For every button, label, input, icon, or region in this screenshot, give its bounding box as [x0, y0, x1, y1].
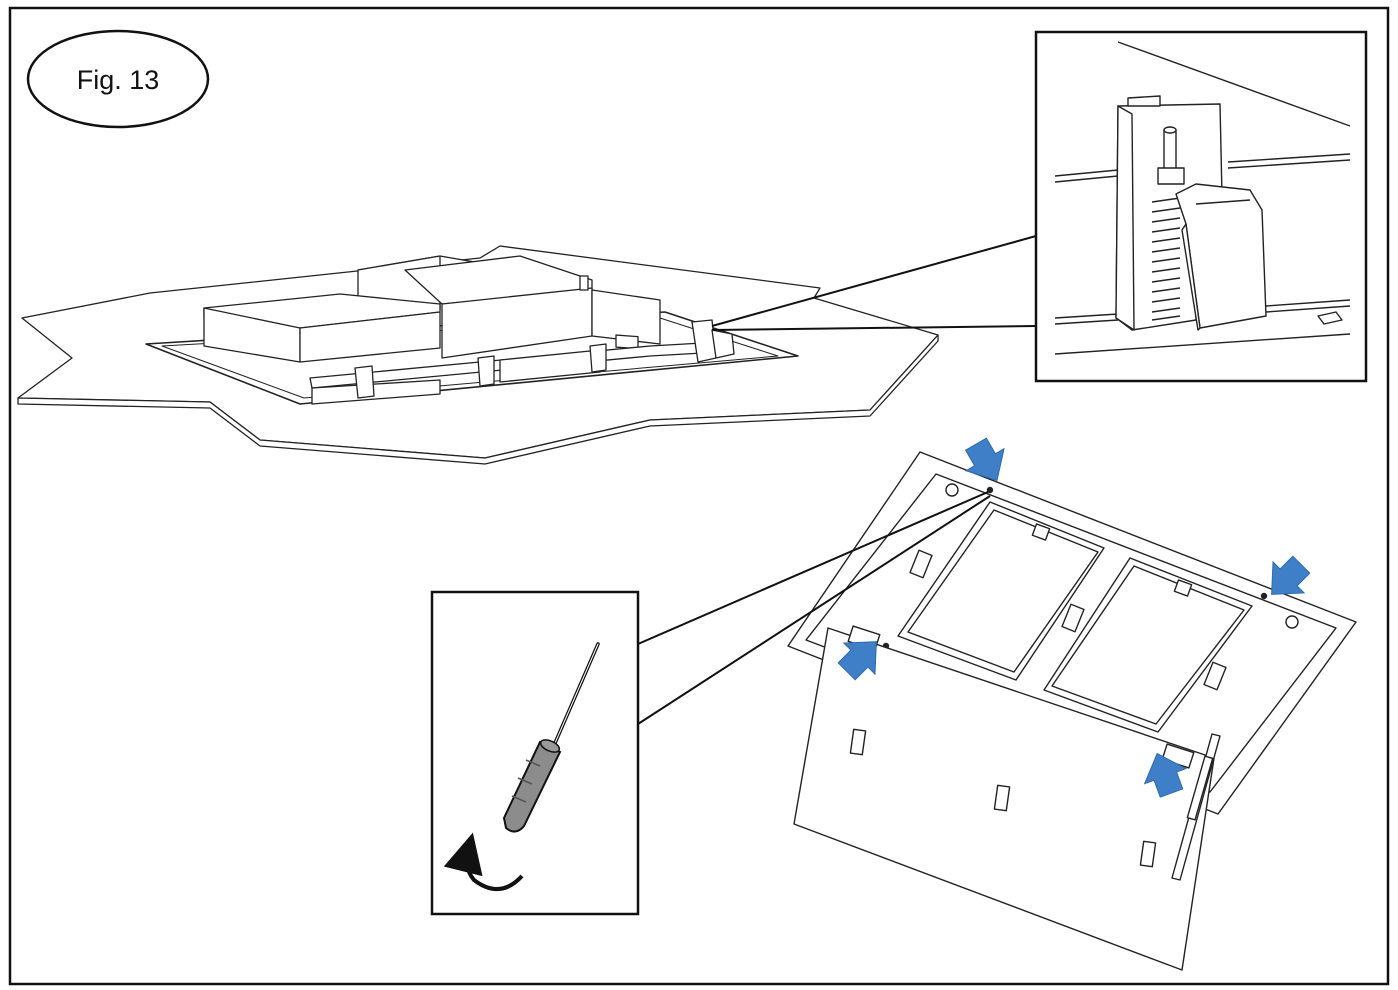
rail-line-bot-1 — [1054, 313, 1119, 319]
bracket-left — [354, 365, 375, 399]
filter-right — [1043, 557, 1253, 733]
blue-arrow-icon — [837, 641, 877, 681]
detail-small-clip — [1317, 311, 1343, 325]
rail-line-bot-3 — [1054, 333, 1351, 355]
housing-main-top — [404, 255, 593, 305]
detail-bracket-side — [1115, 105, 1135, 331]
rail-stud — [579, 275, 589, 291]
detail-bolt — [1163, 129, 1177, 171]
detail-nut — [1157, 167, 1185, 185]
duct-side — [299, 311, 441, 363]
detail-clip-fold — [1195, 199, 1251, 205]
knob-left — [945, 483, 959, 497]
blue-arrow-icon — [964, 437, 1005, 482]
panel-slot-1 — [849, 728, 867, 756]
screw-1 — [986, 486, 994, 494]
figure-label-ellipse — [26, 29, 210, 129]
frame-slot-2 — [1061, 603, 1085, 633]
screw-callout-lines — [637, 491, 991, 725]
screwdriver-icon — [502, 642, 600, 833]
hood-frame-inner — [805, 473, 1337, 793]
knob-right — [1285, 615, 1299, 629]
frame-slot-1 — [909, 549, 933, 579]
panel-slot-3 — [1139, 840, 1157, 868]
blue-arrow-icon — [1143, 752, 1188, 798]
housing-main-panel — [591, 289, 661, 345]
panel-slot-2 — [993, 784, 1011, 812]
rail-line-top-3 — [1227, 153, 1351, 163]
filter-handle-right — [1173, 579, 1193, 597]
figure-frame — [8, 6, 1390, 986]
counterclockwise-arrow-icon — [443, 832, 524, 891]
rail-line-top-1 — [1054, 169, 1119, 177]
hood-frame — [787, 451, 1357, 815]
filter-right-inner — [1051, 565, 1245, 725]
detail-callout-lines — [711, 235, 1037, 331]
rail-line-bot-4 — [1265, 299, 1351, 307]
screw-2 — [1260, 592, 1268, 600]
detail-bolt-head — [1163, 126, 1177, 134]
figure-label: Fig. 13 — [77, 65, 160, 95]
ceiling-installation-view — [17, 245, 939, 465]
panel-removal-view — [787, 451, 1357, 971]
figure-label-badge: Fig. 13 — [26, 29, 210, 129]
front-rail-2 — [499, 349, 601, 383]
rail-line-bot-2 — [1054, 319, 1119, 325]
filter-left-inner — [907, 509, 1099, 673]
direction-arrows — [837, 437, 1311, 798]
bracket-mid-2 — [589, 343, 607, 373]
rail-line-top-2 — [1054, 175, 1119, 183]
rail-line-bot-5 — [1265, 305, 1351, 313]
ceiling-slab-edge — [17, 334, 939, 465]
filter-handle-left — [1031, 523, 1051, 541]
detail-spring — [1151, 197, 1181, 321]
bracket-mid-1 — [477, 355, 495, 387]
ceiling-edge-line — [1117, 41, 1351, 127]
bracket-right-clip — [711, 329, 735, 359]
detail-clip-face — [1181, 223, 1201, 331]
blue-arrow-icon — [1271, 555, 1311, 595]
filter-left — [897, 501, 1105, 681]
housing-vent — [615, 334, 639, 350]
frame-slot-3 — [1203, 661, 1227, 691]
screwdriver-detail-view — [430, 590, 640, 916]
front-rail-3 — [311, 379, 441, 405]
gas-strut-cylinder — [1186, 755, 1214, 821]
detail-bracket-tab — [1127, 95, 1161, 107]
rail-line-top-4 — [1227, 159, 1351, 169]
bracket-detail-view — [1034, 30, 1368, 383]
